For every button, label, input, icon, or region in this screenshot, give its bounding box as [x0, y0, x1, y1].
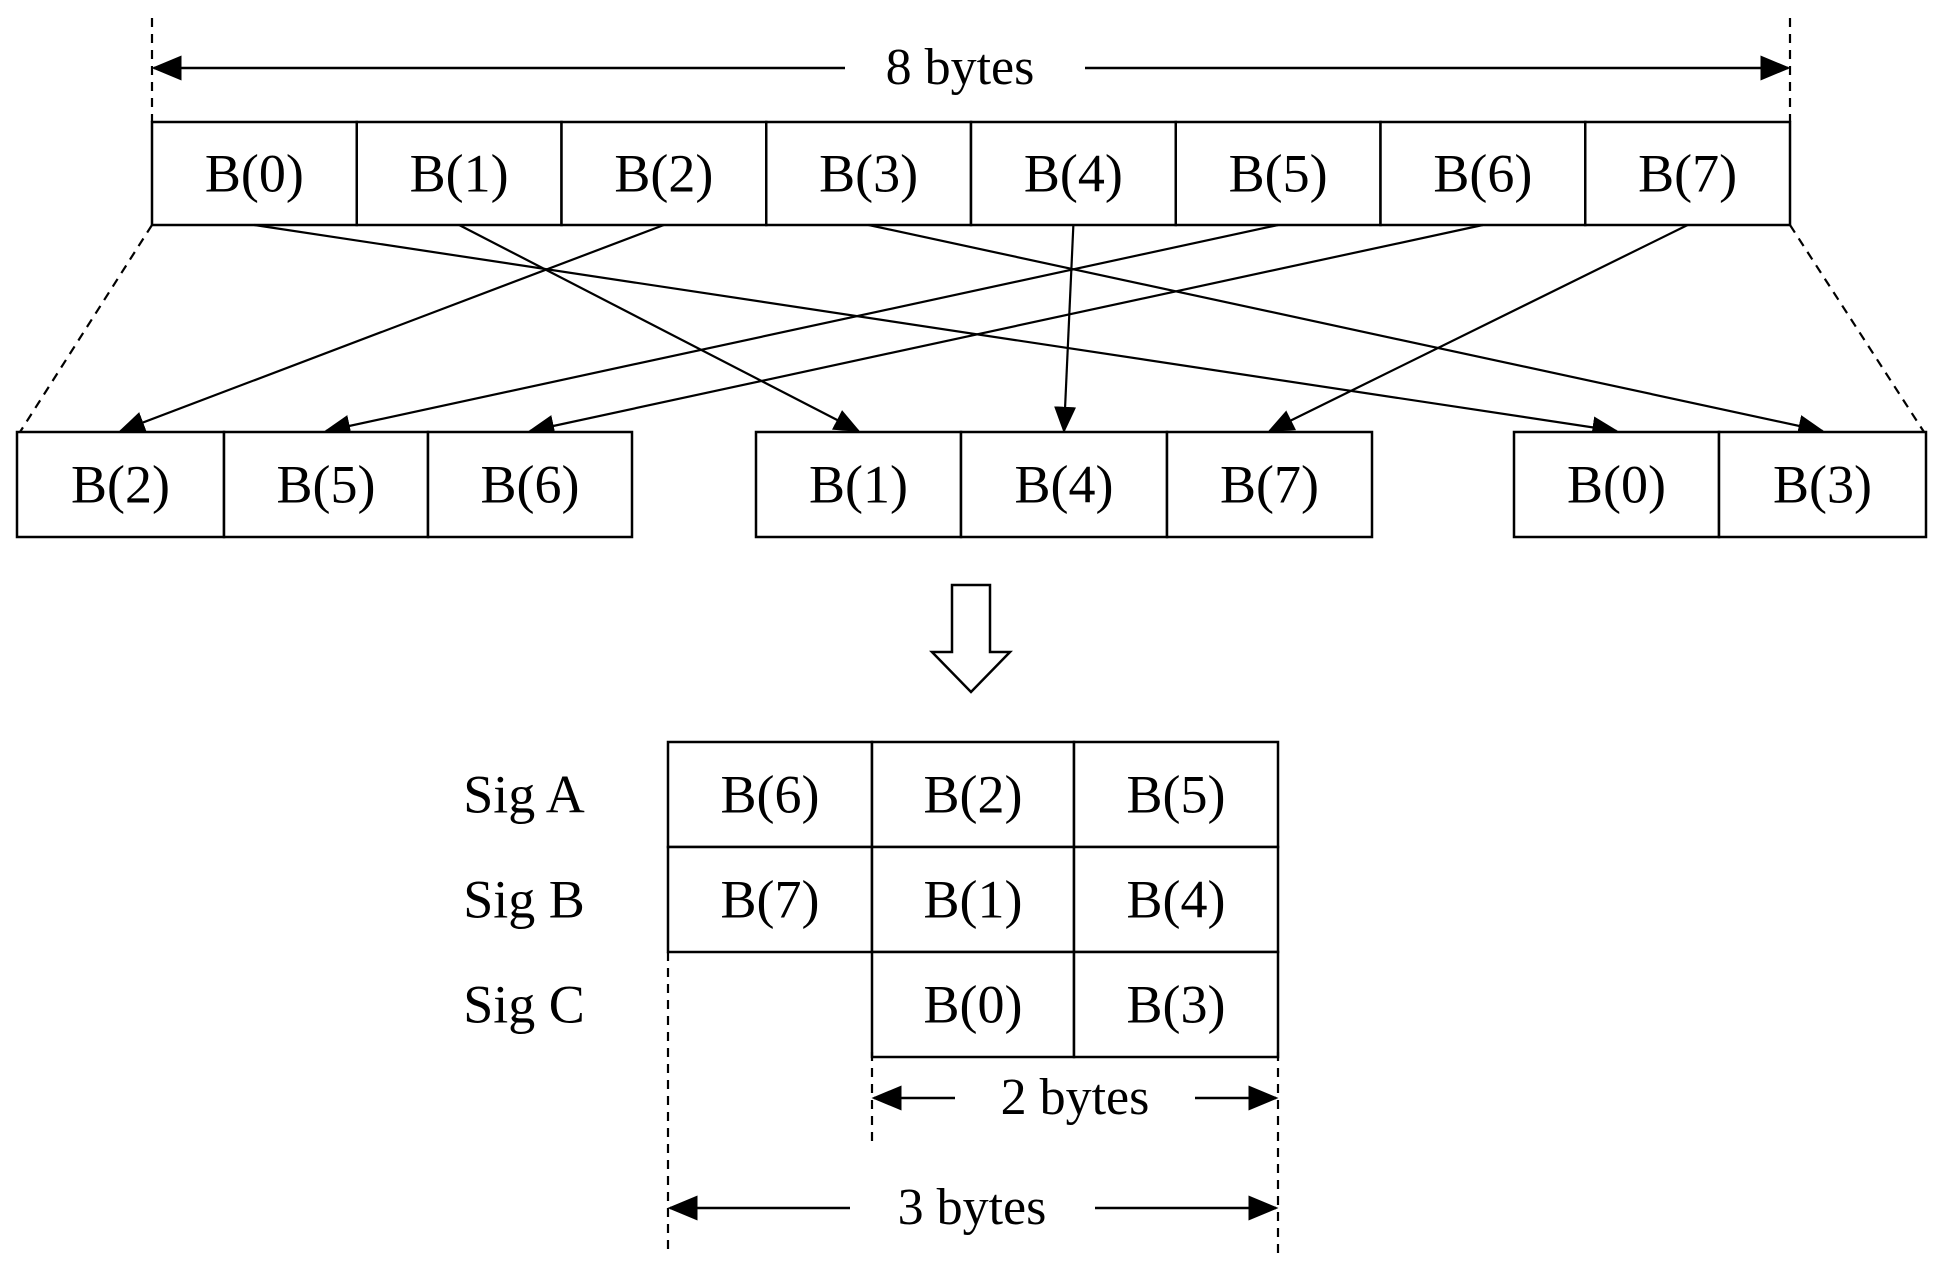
byte-group: B(1) B(4) B(7) — [754, 430, 1374, 539]
byte-label: B(3) — [1773, 455, 1872, 515]
signal-byte-cell: B(4) — [1072, 845, 1280, 954]
byte-groups: B(2) B(5) B(6) B(1) B(4) B(7) B(0) B(3) — [15, 430, 1928, 539]
expansion-guides — [19, 224, 1925, 433]
byte-label: B(3) — [1127, 975, 1226, 1035]
top-byte-cell: B(6) — [1379, 120, 1587, 227]
signal-byte-cell: B(3) — [1072, 950, 1280, 1059]
byte-label: B(2) — [924, 765, 1023, 825]
three-bytes-label: 3 bytes — [898, 1179, 1047, 1236]
group-byte-cell: B(3) — [1717, 430, 1928, 539]
signal-byte-cell: B(6) — [666, 740, 874, 849]
dimension-2-bytes: 2 bytes — [870, 1052, 1280, 1256]
byte-label: B(2) — [71, 455, 170, 515]
byte-label: B(1) — [410, 144, 509, 204]
byte-label: B(4) — [1127, 870, 1226, 930]
byte-group: B(2) B(5) B(6) — [15, 430, 634, 539]
two-bytes-label: 2 bytes — [1001, 1069, 1150, 1126]
group-byte-cell: B(0) — [1512, 430, 1721, 539]
byte-label: B(6) — [721, 765, 820, 825]
mapping-arrow — [323, 223, 1279, 437]
signal-label: Sig C — [463, 975, 585, 1035]
group-byte-cell: B(2) — [15, 430, 226, 539]
byte-label: B(0) — [924, 975, 1023, 1035]
byte-label: B(1) — [924, 870, 1023, 930]
byte-label: B(2) — [614, 144, 713, 204]
group-byte-cell: B(4) — [959, 430, 1169, 539]
byte-label: B(7) — [1220, 455, 1319, 515]
signal-byte-cell: B(7) — [666, 845, 874, 954]
byte-label: B(6) — [1433, 144, 1532, 204]
mapping-arrow — [868, 223, 1825, 437]
mapping-arrows — [118, 223, 1825, 439]
top-byte-cell: B(1) — [355, 120, 563, 227]
top-byte-cell: B(4) — [969, 120, 1177, 227]
top-byte-cell: B(0) — [150, 120, 358, 227]
dimension-8-bytes: 8 bytes — [150, 18, 1792, 122]
byte-group: B(0) B(3) — [1512, 430, 1928, 539]
mapping-arrow — [118, 223, 665, 433]
signal-table: Sig A B(6) B(2) B(5) Sig B B(7) B(1) B(4) Sig C B… — [463, 740, 1280, 1059]
group-byte-cell: B(5) — [222, 430, 430, 539]
byte-label: B(4) — [1015, 455, 1114, 515]
top-width-label: 8 bytes — [886, 39, 1035, 96]
byte-label: B(0) — [1567, 455, 1666, 515]
top-byte-row: B(0) B(1) B(2) B(3) B(4) B(5) B(6) B(7) — [150, 120, 1792, 227]
mapping-arrow — [527, 223, 1484, 437]
mapping-arrow — [1267, 224, 1689, 432]
byte-label: B(4) — [1024, 144, 1123, 204]
byte-label: B(7) — [721, 870, 820, 930]
signal-label: Sig A — [463, 765, 585, 825]
signal-row: Sig B B(7) B(1) B(4) — [463, 845, 1280, 954]
byte-label: B(7) — [1638, 144, 1737, 204]
mapping-arrow — [458, 224, 861, 433]
signal-byte-cell: B(2) — [870, 740, 1076, 849]
top-byte-cell: B(2) — [560, 120, 768, 227]
byte-label: B(5) — [277, 455, 376, 515]
byte-label: B(5) — [1229, 144, 1328, 204]
group-byte-cell: B(7) — [1165, 430, 1374, 539]
signal-label: Sig B — [463, 870, 585, 930]
mapping-arrow — [1054, 224, 1077, 434]
dimension-3-bytes: 3 bytes — [666, 952, 1279, 1256]
top-byte-cell: B(3) — [765, 120, 973, 227]
top-byte-cell: B(5) — [1174, 120, 1382, 227]
group-byte-cell: B(6) — [426, 430, 634, 539]
signal-byte-cell: B(5) — [1072, 740, 1280, 849]
signal-byte-cell: B(1) — [870, 845, 1076, 954]
byte-label: B(3) — [819, 144, 918, 204]
signal-row: Sig C B(0) B(3) — [463, 950, 1280, 1059]
top-byte-cell: B(7) — [1584, 120, 1792, 227]
mapping-arrow — [254, 223, 1619, 439]
byte-label: B(1) — [809, 455, 908, 515]
byte-label: B(0) — [205, 144, 304, 204]
signal-byte-cell: B(0) — [870, 950, 1076, 1059]
signal-row: Sig A B(6) B(2) B(5) — [463, 740, 1280, 849]
group-byte-cell: B(1) — [754, 430, 963, 539]
byte-label: B(6) — [481, 455, 580, 515]
down-arrow-icon — [929, 583, 1013, 694]
byte-label: B(5) — [1127, 765, 1226, 825]
